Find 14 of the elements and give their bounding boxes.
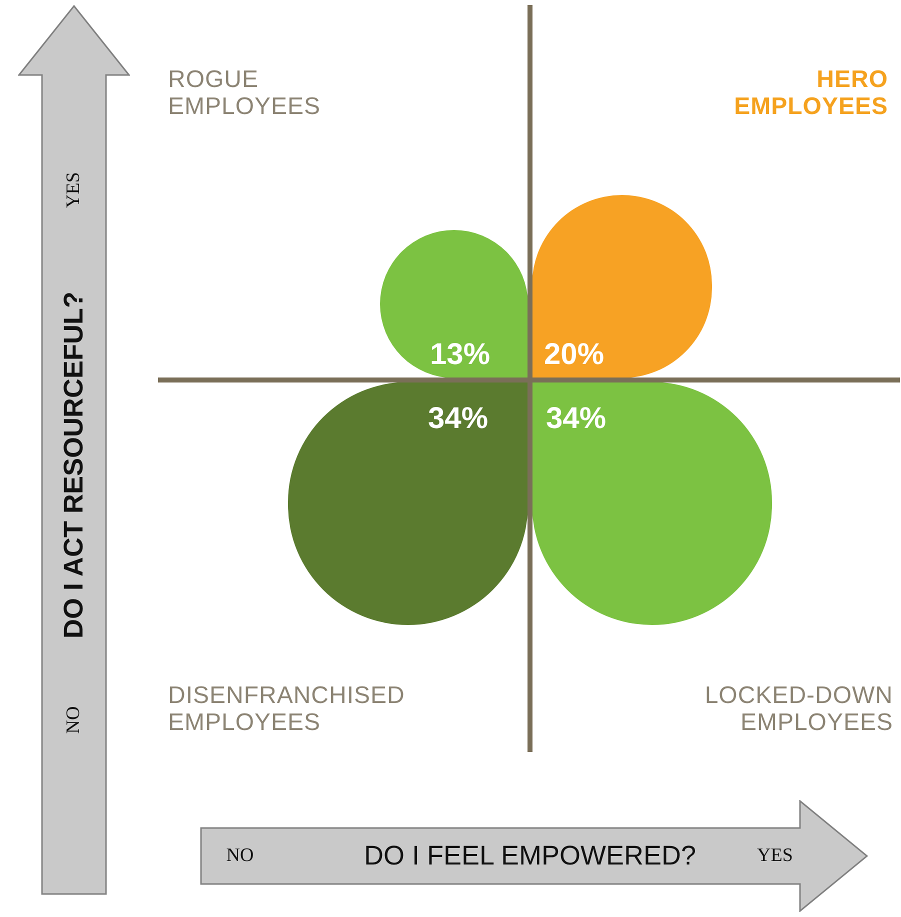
axis-end-label: YES: [63, 172, 85, 208]
percentage-label: 34%: [546, 402, 606, 436]
quadrant-label: ROGUE EMPLOYEES: [168, 66, 322, 120]
percentage-label: 20%: [544, 338, 604, 372]
axis-end-label: NO: [226, 845, 254, 867]
axis-title: DO I ACT RESOURCEFUL?: [58, 292, 90, 638]
axis-end-label: NO: [63, 706, 85, 734]
percentage-label: 34%: [428, 402, 488, 436]
axis-title: DO I FEEL EMPOWERED?: [364, 840, 696, 872]
quadrant-label: HERO EMPLOYEES: [733, 66, 888, 120]
quadrant-label: LOCKED-DOWN EMPLOYEES: [704, 682, 893, 736]
quadrant-label: DISENFRANCHISED EMPLOYEES: [168, 682, 406, 736]
axis-end-label: YES: [757, 845, 793, 867]
percentage-label: 13%: [430, 338, 490, 372]
